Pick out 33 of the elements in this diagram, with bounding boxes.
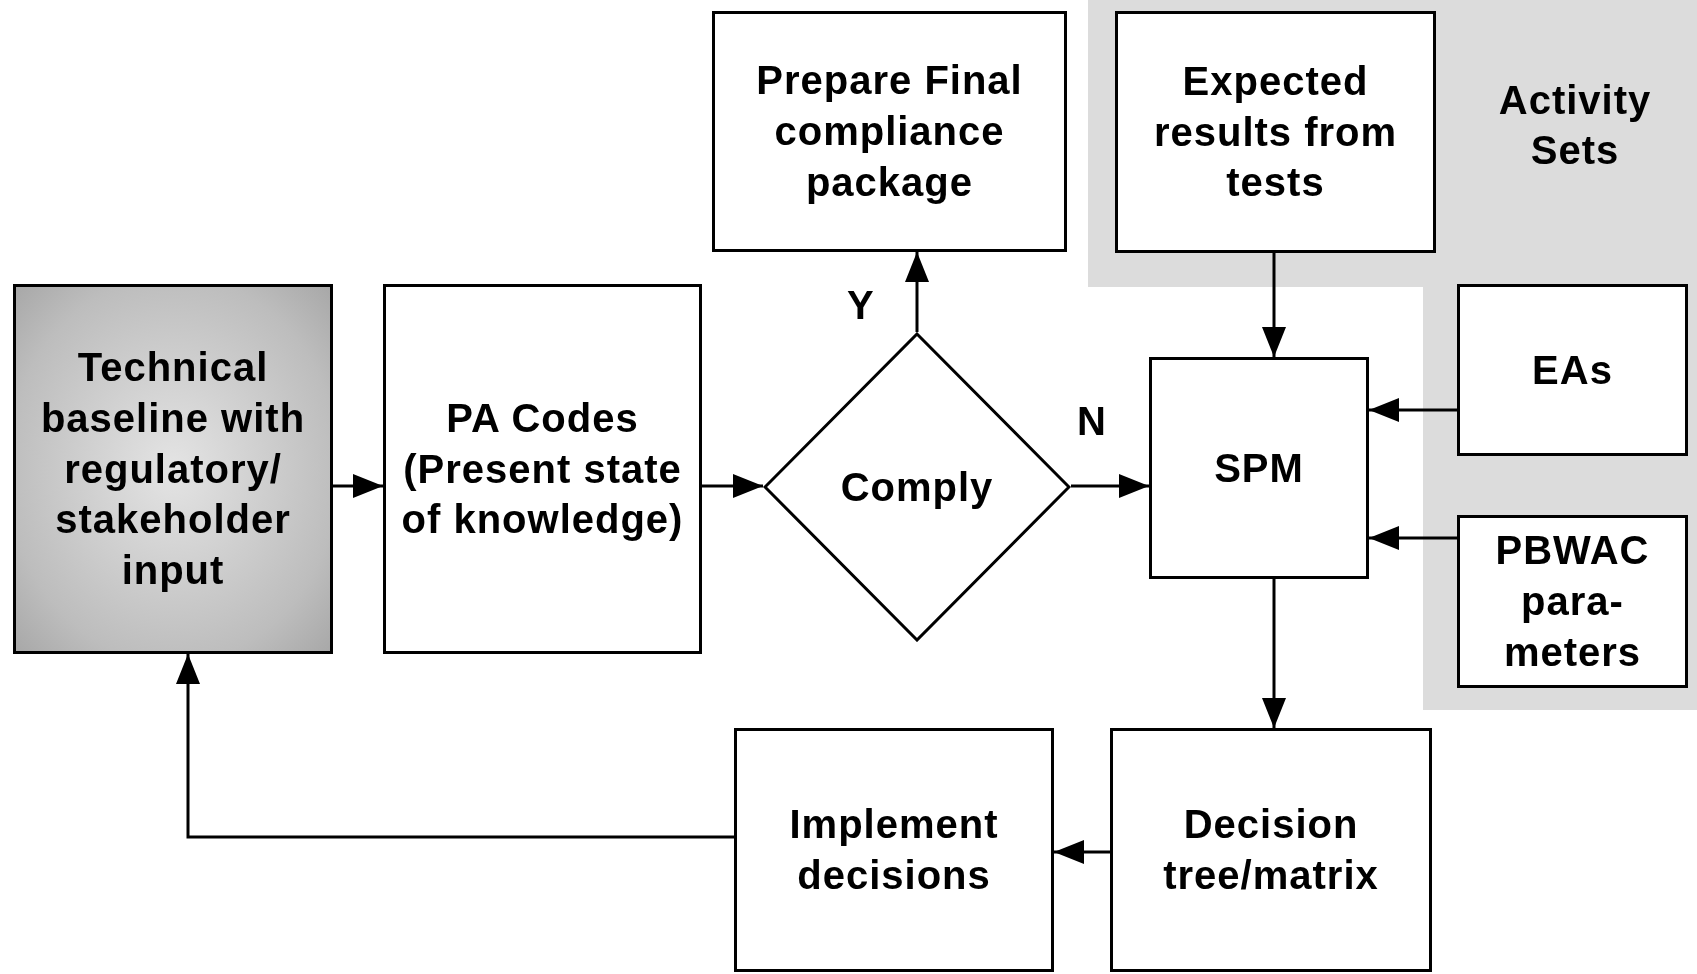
edge-label: Y xyxy=(847,282,875,329)
arrow xyxy=(1369,398,1457,422)
process-box xyxy=(734,728,1054,972)
process-box xyxy=(13,284,333,654)
process-box xyxy=(1457,515,1688,688)
arrow xyxy=(1262,579,1286,728)
process-box xyxy=(1457,284,1688,456)
arrow xyxy=(333,474,383,498)
arrow xyxy=(1369,526,1457,550)
arrow xyxy=(1071,474,1149,498)
node-label: SPM xyxy=(1213,444,1305,492)
process-box xyxy=(1110,728,1432,972)
node-label: Prepare Final compliance package xyxy=(755,57,1024,206)
node-label: Comply xyxy=(839,463,995,511)
node-label: Decision tree/matrix xyxy=(1162,801,1380,899)
arrow xyxy=(176,654,734,839)
node-label: EAs xyxy=(1531,346,1614,394)
node-label: Implement decisions xyxy=(788,801,1000,899)
process-box xyxy=(383,284,702,654)
arrow xyxy=(1262,253,1286,357)
arrow xyxy=(702,474,763,498)
process-box xyxy=(712,11,1067,252)
node-label: Expected results from tests xyxy=(1152,57,1399,207)
node-label: Technical baseline with regulatory/ stakeholder input xyxy=(39,344,307,595)
arrow xyxy=(1054,840,1110,864)
process-box xyxy=(1149,357,1369,579)
arrow xyxy=(905,252,929,332)
band-heading: Activity Sets xyxy=(1497,77,1653,174)
node-label: PA Codes (Present state of knowledge) xyxy=(400,394,685,544)
decision-diamond xyxy=(763,332,1071,642)
process-box xyxy=(1115,11,1436,253)
node-label: PBWAC para- meters xyxy=(1494,527,1651,676)
edge-label: N xyxy=(1077,398,1107,445)
